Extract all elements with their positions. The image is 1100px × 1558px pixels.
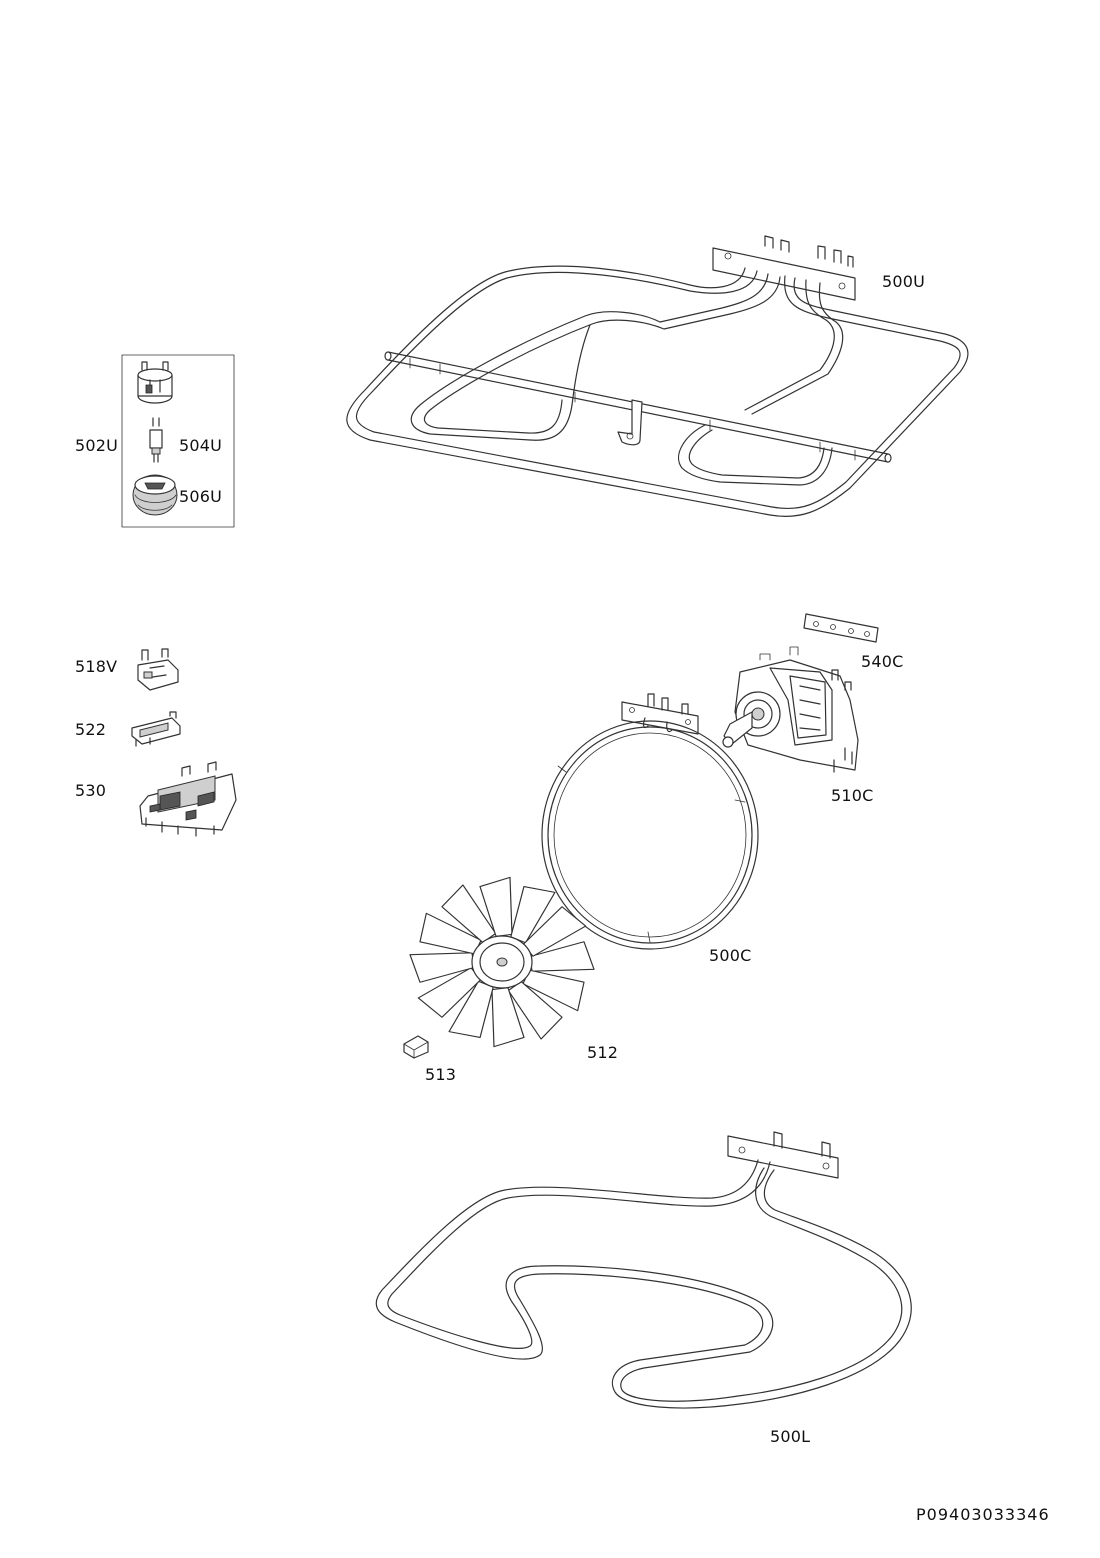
fan-blade-vane [510, 885, 556, 944]
fan-blade-vane [491, 987, 525, 1048]
upper-heating-element-500U [346, 235, 969, 518]
label-512: 512 [587, 1043, 619, 1062]
label-500L: 500L [770, 1427, 811, 1446]
label-540C: 540C [861, 652, 904, 671]
label-500U: 500U [882, 272, 926, 291]
label-504U: 504U [179, 436, 223, 455]
label-522: 522 [75, 720, 107, 739]
circular-heating-element-500C [541, 693, 759, 950]
lamp-bulb-icon [149, 417, 163, 463]
fan-blade-vane [441, 884, 497, 944]
fan-motor-510C [722, 646, 859, 773]
kit-box-502U [121, 354, 235, 528]
part-522-icon [131, 711, 181, 747]
lamp-cover-icon [132, 474, 178, 516]
fan-blade-vane [448, 980, 494, 1039]
fan-blade-vane [479, 876, 513, 937]
gasket-plate-540C [803, 613, 879, 643]
fan-nut-513 [403, 1035, 429, 1059]
label-513: 513 [425, 1065, 457, 1084]
fan-blade-vane [507, 980, 563, 1040]
label-502U: 502U [75, 436, 119, 455]
lamp-holder-icon [137, 361, 173, 404]
label-500C: 500C [709, 946, 752, 965]
label-530: 530 [75, 781, 107, 800]
label-510C: 510C [831, 786, 874, 805]
label-518V: 518V [75, 657, 118, 676]
lower-heating-element-500L [375, 1131, 912, 1409]
part-518V-icon [137, 648, 179, 691]
label-506U: 506U [179, 487, 223, 506]
electronic-board-530-icon [139, 761, 237, 837]
fan-blade-512 [409, 876, 595, 1048]
document-reference-number: P09403033346 [916, 1505, 1050, 1524]
